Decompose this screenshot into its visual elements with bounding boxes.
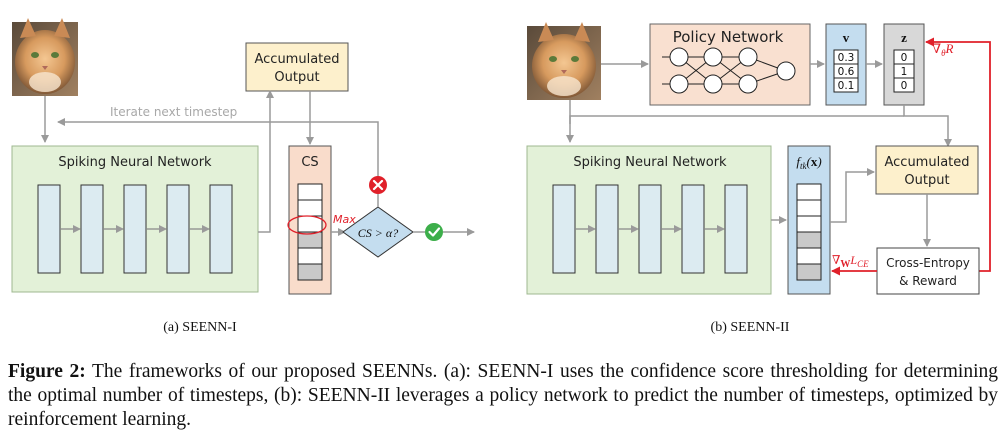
loss-line1: Cross-Entropy bbox=[886, 256, 970, 270]
reject-icon bbox=[369, 176, 387, 194]
z-value: 0 bbox=[901, 52, 908, 64]
panel-b: Policy Network v 0.3 0.6 0.1 z 0 bbox=[526, 22, 991, 335]
accept-icon bbox=[425, 223, 443, 241]
snn-title-b: Spiking Neural Network bbox=[573, 155, 727, 170]
v-value: 0.6 bbox=[838, 66, 855, 78]
cat-image-b bbox=[527, 22, 601, 100]
loss-line2: & Reward bbox=[899, 274, 957, 288]
v-value: 0.3 bbox=[838, 52, 855, 64]
condition-label: CS > α? bbox=[358, 226, 398, 240]
accumulated-output-line2-b: Output bbox=[904, 173, 949, 188]
policy-network-graph bbox=[662, 47, 796, 94]
cat-image-a bbox=[12, 18, 78, 96]
grad-w-label: ∇WLCE bbox=[832, 253, 869, 270]
subcaption-b: (b) SEENN-II bbox=[711, 320, 790, 335]
policy-network-title: Policy Network bbox=[673, 28, 784, 46]
cs-label: CS bbox=[301, 155, 318, 170]
accumulated-output-line1-a: Accumulated bbox=[254, 52, 339, 67]
accumulated-output-line2-a: Output bbox=[274, 70, 319, 85]
z-label: z bbox=[901, 30, 907, 45]
ftk-label: ftk(x) bbox=[796, 154, 821, 171]
iterate-label: Iterate next timestep bbox=[110, 105, 237, 119]
caption-text: The frameworks of our proposed SEENNs. (… bbox=[8, 361, 998, 430]
snn-layers-a bbox=[37, 184, 233, 274]
cs-vector bbox=[297, 183, 323, 281]
max-highlight bbox=[287, 215, 327, 235]
panel-a: Accumulated Output Iterate next timestep… bbox=[11, 18, 475, 335]
z-value: 1 bbox=[901, 66, 908, 78]
accumulated-output-line1-b: Accumulated bbox=[884, 155, 969, 170]
accumulated-output-box-b bbox=[875, 145, 979, 195]
v-value: 0.1 bbox=[838, 80, 855, 92]
figure-caption: Figure 2: The frameworks of our proposed… bbox=[8, 360, 998, 432]
snn-title-a: Spiking Neural Network bbox=[58, 155, 212, 170]
threshold-decision bbox=[342, 206, 414, 258]
max-label: Max bbox=[333, 213, 356, 226]
z-value: 0 bbox=[901, 80, 908, 92]
snn-layers-b bbox=[552, 184, 748, 274]
v-label: v bbox=[843, 30, 850, 45]
ftk-vector bbox=[796, 183, 822, 281]
caption-label: Figure 2: bbox=[8, 361, 86, 382]
subcaption-a: (a) SEENN-I bbox=[163, 320, 237, 335]
loss-box bbox=[876, 247, 980, 295]
grad-theta-label: ∇θR bbox=[932, 41, 954, 58]
accumulated-output-box-a bbox=[245, 42, 349, 92]
